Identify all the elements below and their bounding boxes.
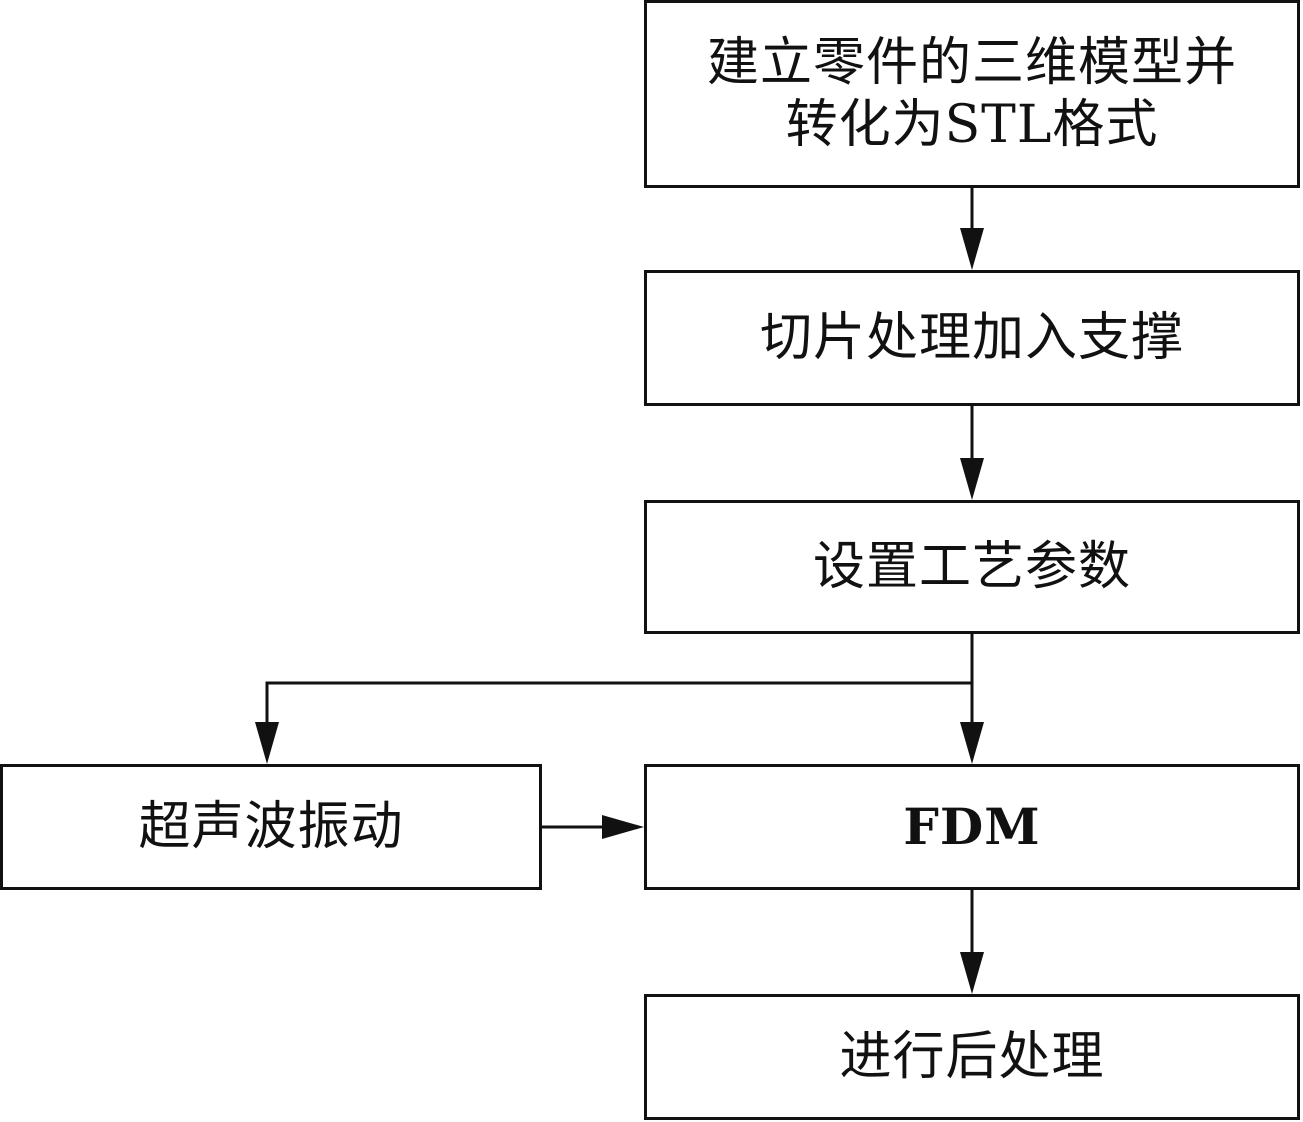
node-set-parameters: 设置工艺参数 bbox=[644, 500, 1300, 634]
node-build-model-line-2: 转化为STL格式 bbox=[785, 95, 1159, 155]
node-fdm: FDM bbox=[644, 764, 1300, 890]
node-build-model-line-1: 建立零件的三维模型并 bbox=[706, 33, 1237, 93]
node-post-processing-label: 进行后处理 bbox=[839, 1027, 1105, 1087]
node-ultrasonic-vibration-label: 超声波振动 bbox=[138, 797, 404, 857]
node-fdm-label: FDM bbox=[903, 797, 1041, 856]
node-slicing-support: 切片处理加入支撑 bbox=[644, 270, 1300, 406]
arrowhead-ultrasonic-to-fdm bbox=[602, 815, 644, 839]
node-build-model-text: 建立零件的三维模型并 转化为STL格式 bbox=[707, 32, 1237, 156]
arrowhead-model-to-slicing bbox=[960, 228, 984, 270]
node-build-model: 建立零件的三维模型并 转化为STL格式 bbox=[644, 0, 1300, 188]
edge-parameters-to-ultrasonic bbox=[265, 681, 972, 722]
arrowhead-slicing-to-parameters bbox=[960, 458, 984, 500]
node-set-parameters-label: 设置工艺参数 bbox=[812, 537, 1131, 597]
arrowhead-fdm-to-postprocess bbox=[960, 952, 984, 994]
node-slicing-support-label: 切片处理加入支撑 bbox=[759, 308, 1184, 368]
node-post-processing: 进行后处理 bbox=[644, 994, 1300, 1120]
arrowhead-parameters-to-ultrasonic bbox=[255, 722, 279, 764]
node-ultrasonic-vibration: 超声波振动 bbox=[0, 764, 542, 890]
arrowhead-parameters-to-fdm bbox=[960, 722, 984, 764]
